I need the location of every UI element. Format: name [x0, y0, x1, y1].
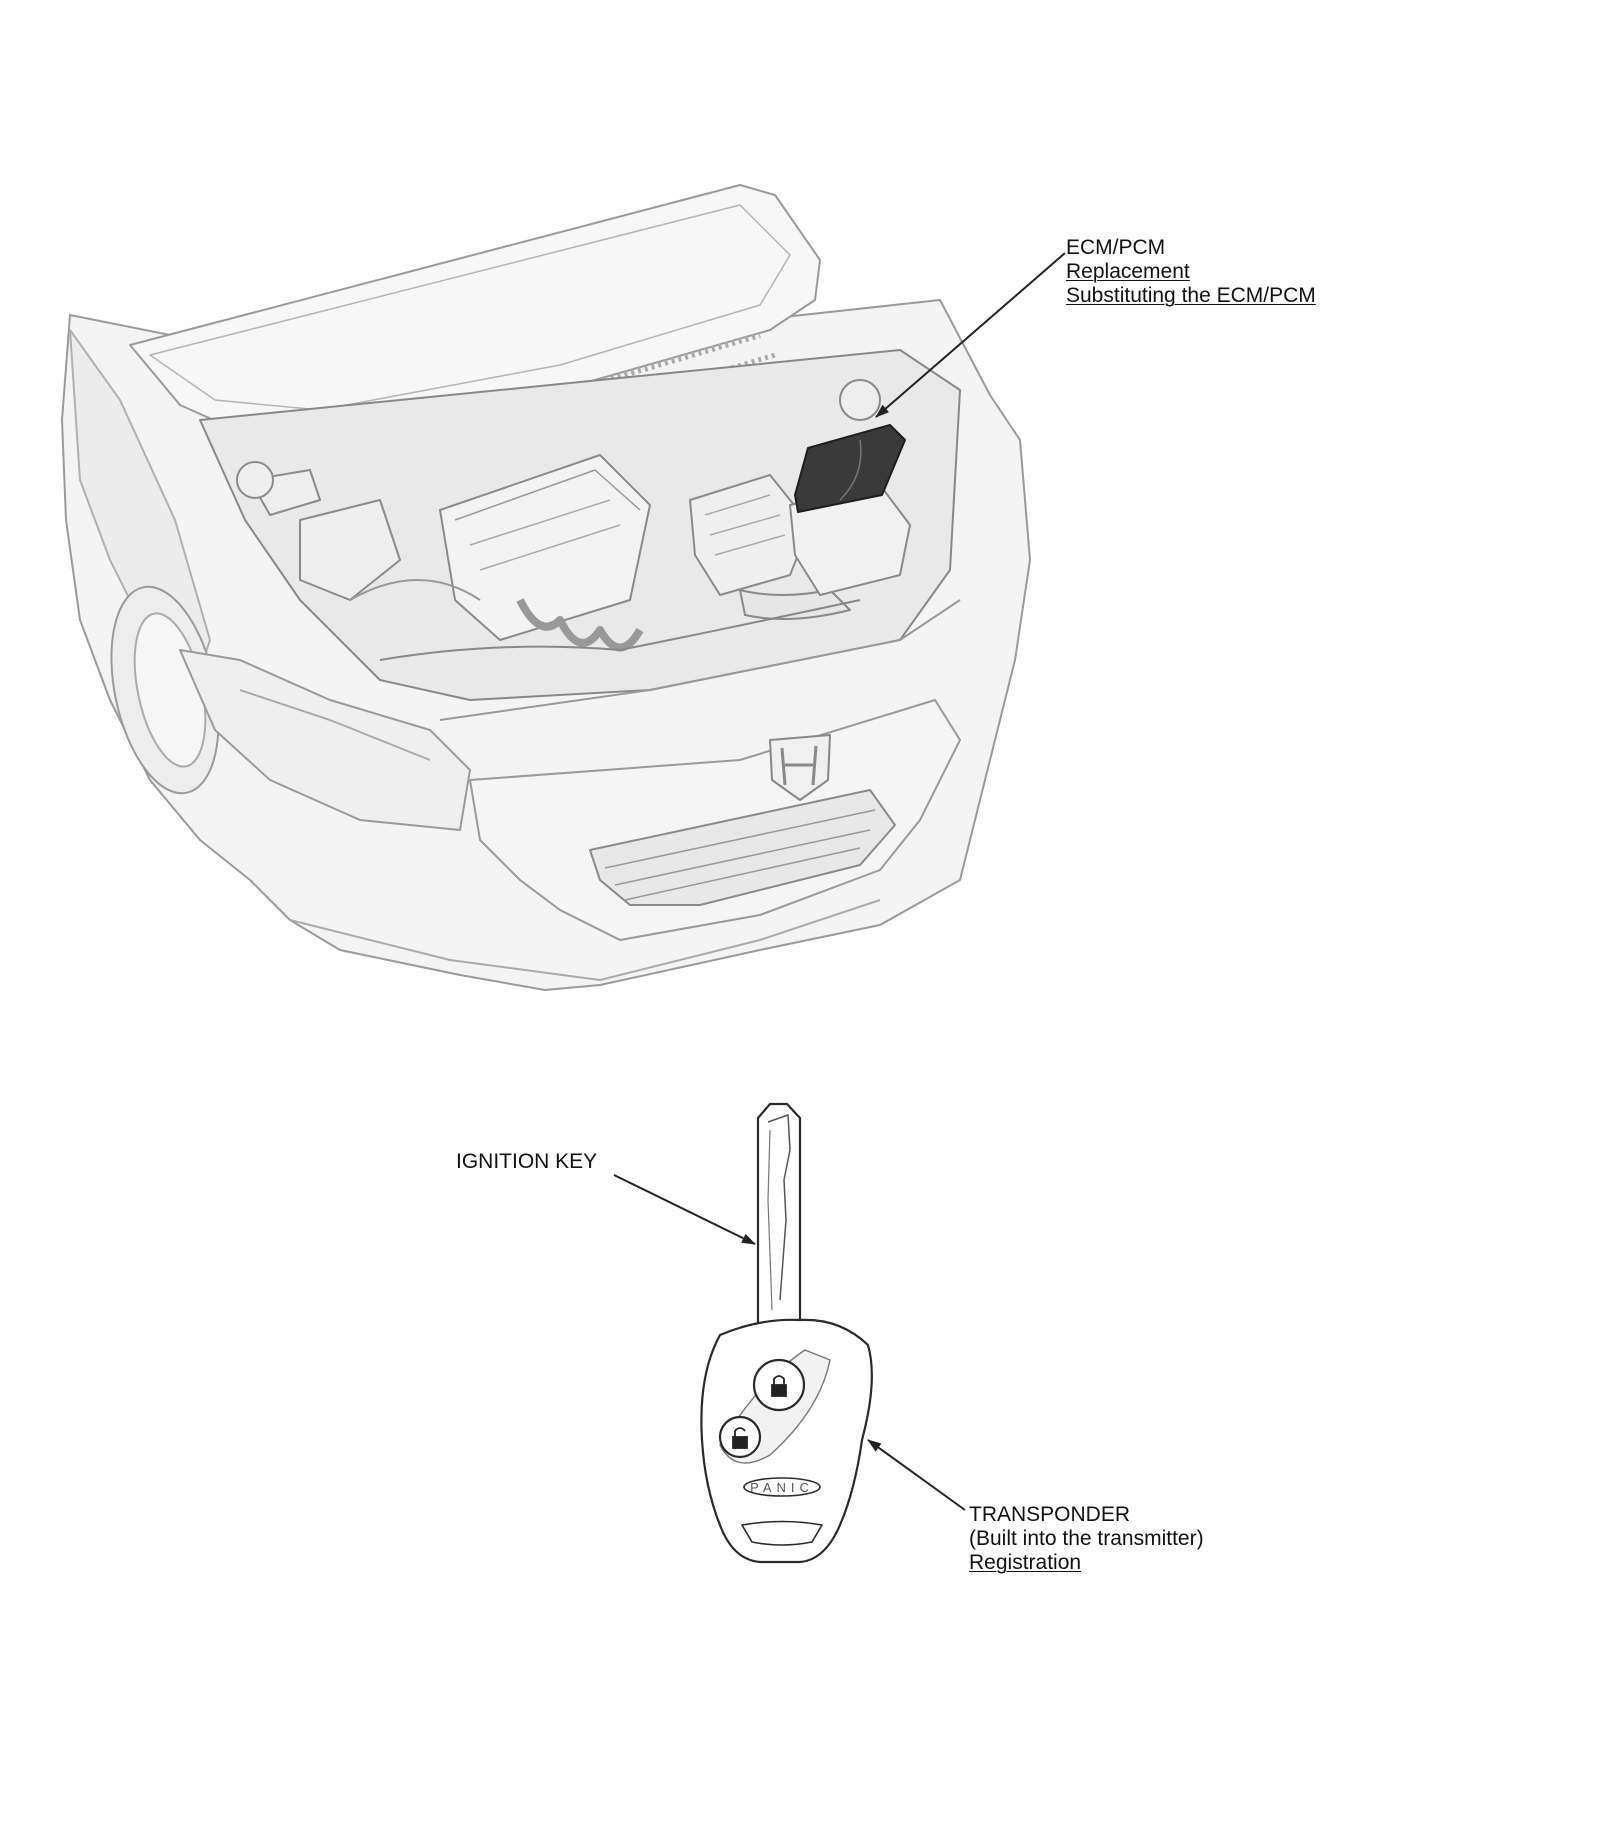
ecm-leader-line: [875, 252, 1066, 418]
ignition-key-callout: IGNITION KEY: [456, 1150, 597, 1174]
transponder-leader-line: [867, 1439, 966, 1511]
substituting-ecm-pcm-link[interactable]: Substituting the ECM/PCM: [1066, 284, 1316, 307]
ecm-pcm-callout: ECM/PCM Replacement Substituting the ECM…: [1066, 236, 1316, 308]
key-leader-line: [613, 1174, 756, 1245]
ecm-pcm-label: ECM/PCM: [1066, 236, 1166, 259]
transponder-note: (Built into the transmitter): [969, 1527, 1204, 1550]
ignition-key-label: IGNITION KEY: [456, 1150, 598, 1173]
replacement-link[interactable]: Replacement: [1066, 260, 1190, 283]
registration-link[interactable]: Registration: [969, 1551, 1082, 1574]
ignition-key-illustration: [700, 1102, 873, 1564]
transponder-callout: TRANSPONDER (Built into the transmitter)…: [969, 1503, 1204, 1575]
lock-icon: [771, 1375, 787, 1397]
transponder-label: TRANSPONDER: [969, 1503, 1131, 1526]
unlock-icon: [732, 1427, 748, 1449]
car-illustration: [61, 184, 1031, 991]
panic-button-label: PANIC: [750, 1480, 814, 1495]
